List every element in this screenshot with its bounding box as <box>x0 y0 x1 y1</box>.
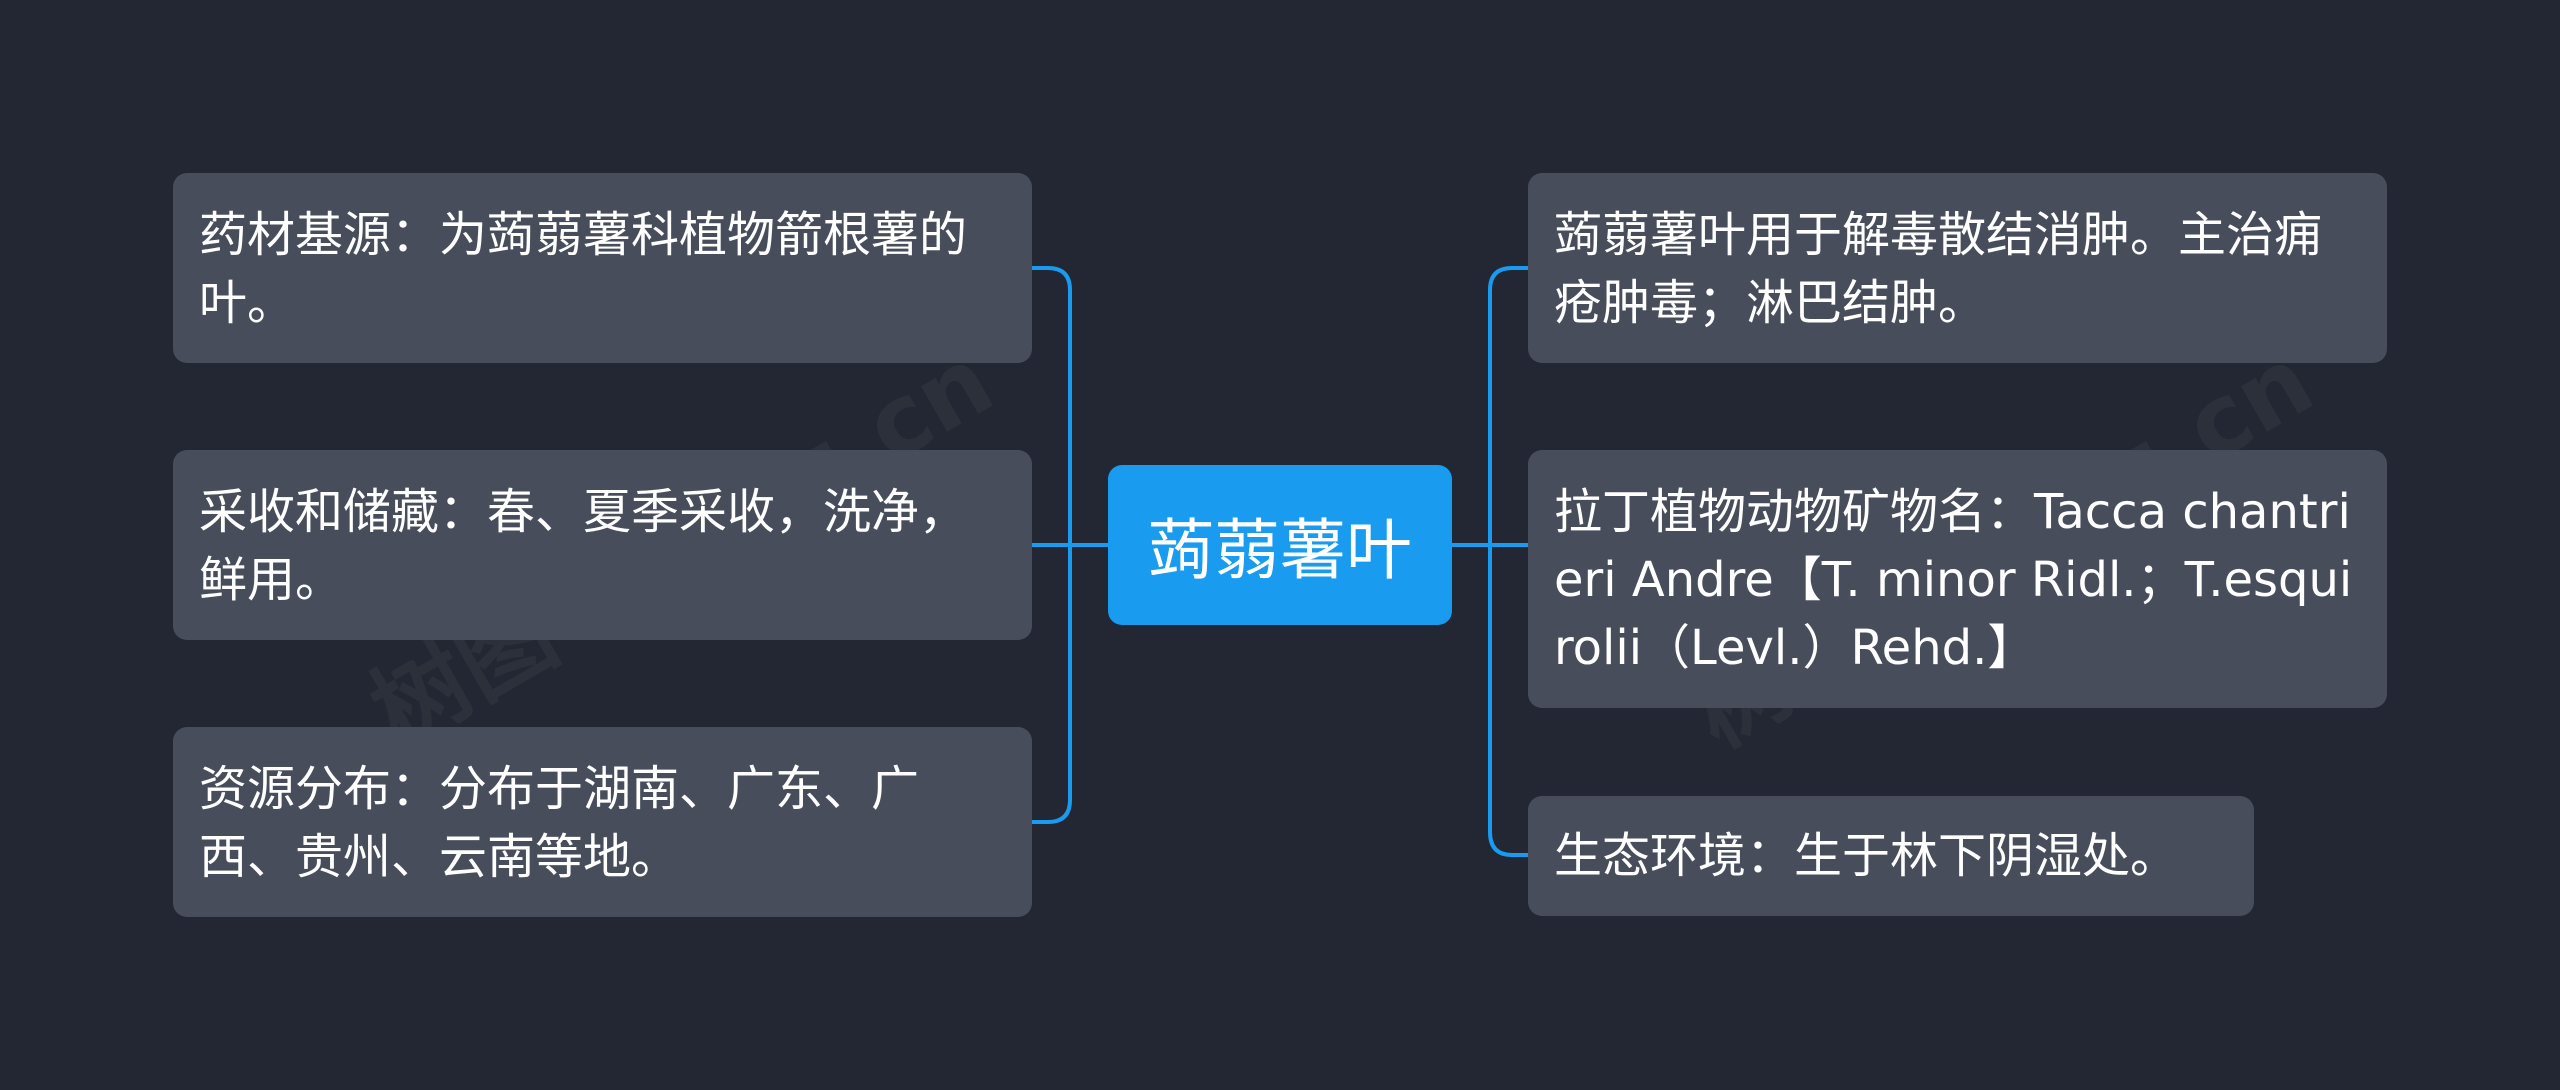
left-node-harvest-storage[interactable]: 采收和储藏：春、夏季采收，洗净，鲜用。 <box>173 450 1032 640</box>
right-node-habitat[interactable]: 生态环境：生于林下阴湿处。 <box>1528 796 2254 916</box>
right-node-usage[interactable]: 蒟蒻薯叶用于解毒散结消肿。主治痈疮肿毒；淋巴结肿。 <box>1528 173 2387 363</box>
central-topic[interactable]: 蒟蒻薯叶 <box>1108 465 1452 625</box>
right-node-latin-name[interactable]: 拉丁植物动物矿物名：Tacca chantrieri Andre【T. mino… <box>1528 450 2387 708</box>
connector-right-1 <box>1488 266 1528 545</box>
connector-left-1 <box>1032 266 1072 547</box>
left-node-source[interactable]: 药材基源：为蒟蒻薯科植物箭根薯的叶。 <box>173 173 1032 363</box>
connector-left-3 <box>1032 545 1072 824</box>
left-node-distribution[interactable]: 资源分布：分布于湖南、广东、广西、贵州、云南等地。 <box>173 727 1032 917</box>
connector-right-3 <box>1488 545 1528 857</box>
